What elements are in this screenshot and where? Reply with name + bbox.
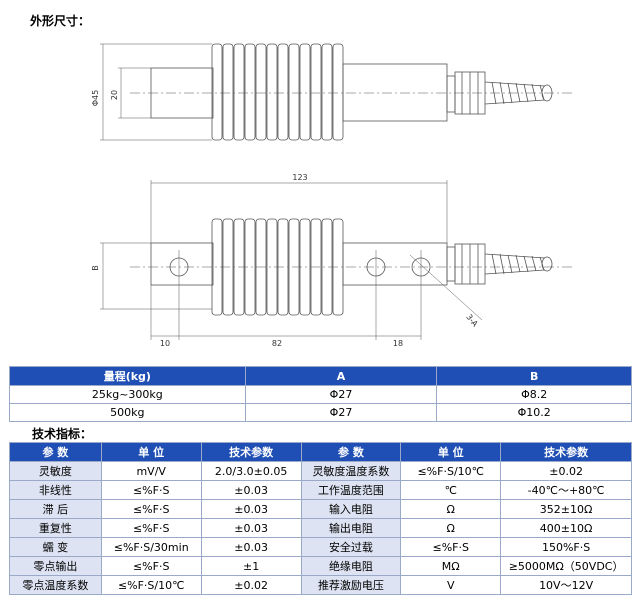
spec-value: ±0.03: [200, 480, 302, 500]
spec-param: 输出电阻: [300, 518, 402, 538]
spec-unit: ≤%F·S/10℃: [100, 575, 202, 595]
spec-unit: ≤%F·S: [400, 537, 502, 557]
spec-value: -40℃～+80℃: [500, 480, 632, 500]
spec-value: ±0.03: [200, 537, 302, 557]
spec-param: 滞 后: [9, 499, 102, 519]
spec-unit: ≤%F·S: [100, 556, 202, 576]
range-cell: Φ27: [244, 385, 438, 404]
dim-b: B: [91, 265, 100, 271]
dimension-drawing: Φ45 20 123 B 3-A 10 82 18: [91, 43, 572, 348]
top-right-body: [342, 63, 448, 122]
outline-heading: 外形尺寸：: [30, 14, 91, 28]
spec-param: 推荐激励电压: [300, 575, 402, 595]
dim-10: 10: [160, 339, 170, 348]
table-row: 蠕 变 ≤%F·S/30min ±0.03 安全过载 ≤%F·S 150%F·S: [9, 537, 632, 557]
spec-param: 灵敏度温度系数: [300, 461, 402, 481]
spec-param: 蠕 变: [9, 537, 102, 557]
spec-value: ≥5000MΩ（50VDC）: [500, 556, 632, 576]
range-cell: Φ8.2: [436, 385, 632, 404]
spec-unit: V: [400, 575, 502, 595]
table-row: 500kg Φ27 Φ10.2: [9, 403, 632, 422]
table-row: 25kg~300kg Φ27 Φ8.2: [9, 385, 632, 404]
table-row: 重复性 ≤%F·S ±0.03 输出电阻 Ω 400±10Ω: [9, 518, 632, 538]
table-row: 非线性 ≤%F·S ±0.03 工作温度范围 ℃ -40℃～+80℃: [9, 480, 632, 500]
specs-heading: 技术指标：: [32, 427, 93, 441]
range-header-a: A: [244, 366, 438, 386]
spec-unit: ≤%F·S/30min: [100, 537, 202, 557]
dim-3a: 3-A: [464, 312, 480, 328]
spec-unit: ≤%F·S: [100, 499, 202, 519]
range-table: 量程(kg) A B 25kg~300kg Φ27 Φ8.2 500kg Φ27…: [9, 366, 632, 422]
table-row: 滞 后 ≤%F·S ±0.03 输入电阻 Ω 352±10Ω: [9, 499, 632, 519]
spec-unit: mV/V: [100, 461, 202, 481]
spec-unit: MΩ: [400, 556, 502, 576]
spec-header-param: 参 数: [9, 442, 102, 462]
range-cell: 25kg~300kg: [9, 385, 246, 404]
spec-value: 10V～12V: [500, 575, 632, 595]
spec-value: ±0.02: [500, 461, 632, 481]
spec-param: 输入电阻: [300, 499, 402, 519]
range-cell: Φ27: [244, 403, 438, 422]
dim-20: 20: [110, 90, 119, 100]
spec-header-unit: 单 位: [100, 442, 202, 462]
spec-header-unit-2: 单 位: [400, 442, 502, 462]
spec-unit: ≤%F·S: [100, 480, 202, 500]
spec-param: 工作温度范围: [300, 480, 402, 500]
spec-header-param-2: 参 数: [300, 442, 402, 462]
side-right-body: [342, 242, 448, 286]
spec-value: ±0.02: [200, 575, 302, 595]
side-left-block: [150, 242, 214, 286]
spec-param: 零点温度系数: [9, 575, 102, 595]
spec-table: 参 数 单 位 技术参数 参 数 单 位 技术参数 灵敏度 mV/V 2.0/3…: [9, 442, 632, 595]
range-cell: Φ10.2: [436, 403, 632, 422]
spec-value: ±0.03: [200, 518, 302, 538]
dim-18: 18: [393, 339, 403, 348]
spec-unit: Ω: [400, 518, 502, 538]
dim-phi45: Φ45: [91, 90, 100, 106]
spec-value: 150%F·S: [500, 537, 632, 557]
spec-unit: ℃: [400, 480, 502, 500]
table-row: 灵敏度 mV/V 2.0/3.0±0.05 灵敏度温度系数 ≤%F·S/10℃ …: [9, 461, 632, 481]
range-cell: 500kg: [9, 403, 246, 422]
side-cable: [484, 253, 553, 275]
spec-value: ±0.03: [200, 499, 302, 519]
spec-value: 352±10Ω: [500, 499, 632, 519]
dim-123: 123: [292, 173, 307, 182]
spec-unit: Ω: [400, 499, 502, 519]
spec-unit: ≤%F·S/10℃: [400, 461, 502, 481]
range-header-capacity: 量程(kg): [9, 366, 246, 386]
spec-param: 绝缘电阻: [300, 556, 402, 576]
spec-param: 零点输出: [9, 556, 102, 576]
spec-unit: ≤%F·S: [100, 518, 202, 538]
spec-value: 400±10Ω: [500, 518, 632, 538]
spec-header-value-2: 技术参数: [500, 442, 632, 462]
top-bellows: [211, 43, 344, 141]
spec-param: 安全过载: [300, 537, 402, 557]
spec-param: 重复性: [9, 518, 102, 538]
dim-82: 82: [272, 339, 282, 348]
table-row: 零点输出 ≤%F·S ±1 绝缘电阻 MΩ ≥5000MΩ（50VDC）: [9, 556, 632, 576]
table-row: 零点温度系数 ≤%F·S/10℃ ±0.02 推荐激励电压 V 10V～12V: [9, 575, 632, 595]
spec-param: 灵敏度: [9, 461, 102, 481]
spec-value: 2.0/3.0±0.05: [200, 461, 302, 481]
spec-header-value: 技术参数: [200, 442, 302, 462]
spec-value: ±1: [200, 556, 302, 576]
spec-param: 非线性: [9, 480, 102, 500]
range-header-b: B: [436, 366, 632, 386]
